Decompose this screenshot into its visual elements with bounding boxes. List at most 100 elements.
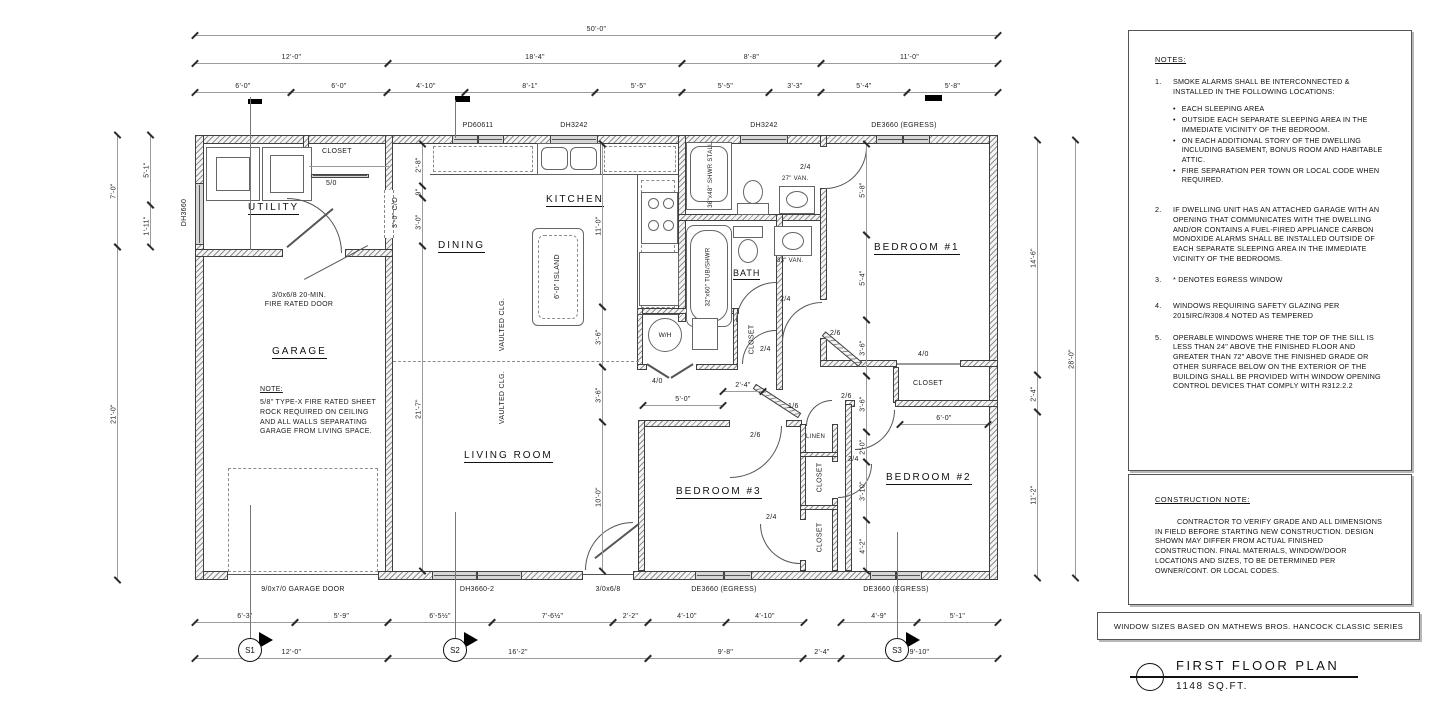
dim-label: 21'-7"	[415, 398, 423, 419]
upper-cabinet-dashed	[433, 146, 533, 172]
window-dh3242	[740, 135, 788, 144]
dryer-drum	[270, 155, 304, 193]
window-dh3660	[195, 183, 204, 245]
dim-label: 5'-0"	[675, 396, 691, 403]
note-text: * DENOTES EGRESS WINDOW	[1173, 275, 1283, 285]
kitchen-counter-edge	[600, 174, 678, 175]
dim-segment: 3'-6"	[860, 320, 867, 376]
dim-label: 2'-2"	[622, 613, 639, 620]
dim-segment: 6'-0"	[195, 83, 291, 93]
dim-label: 3'-3"	[787, 83, 803, 90]
dim-segment: 10'-0"	[596, 422, 603, 571]
dim-label: 3'-10"	[859, 481, 867, 501]
window-dh3660-2	[432, 571, 522, 580]
plan-title: FIRST FLOOR PLAN	[1176, 658, 1340, 673]
dim-segment: 50'-0"	[195, 26, 998, 36]
door-size-label: 2/4	[766, 514, 777, 521]
dim-label: 50'-0"	[586, 26, 607, 33]
exterior-wall-bottom	[633, 571, 998, 580]
dim-segment: 12'-0"	[195, 649, 388, 659]
tub-basin	[690, 230, 728, 322]
dim-label: 14'-6"	[1030, 247, 1038, 268]
dim-segment: 3'-6"	[596, 367, 603, 422]
garage-door-dashed-apron	[228, 468, 378, 572]
dim-label: 11'-2"	[1030, 485, 1038, 505]
dim-segment: 16'-2"	[388, 649, 648, 659]
vanity-label: 27" VAN.	[782, 176, 809, 182]
dim-label: 5'-5"	[717, 83, 734, 90]
interior-wall-bath-east	[776, 214, 783, 390]
dim-segment: 5'-8"	[860, 144, 867, 235]
note-number: 4.	[1155, 301, 1162, 311]
dim-label: 3'-6"	[859, 340, 867, 356]
exterior-wall-right	[989, 135, 998, 580]
dim-label: 21'-0"	[110, 403, 118, 424]
notes-panel: NOTES: 1. SMOKE ALARMS SHALL BE INTERCON…	[1128, 30, 1412, 471]
dim-segment: 5'-9"	[295, 613, 388, 623]
refrigerator	[639, 252, 679, 306]
room-label-utility: UTILITY	[248, 202, 300, 215]
dim-label: 10'-0"	[595, 486, 603, 507]
kitchen-counter-edge	[637, 175, 638, 315]
note-number: 5.	[1155, 332, 1162, 342]
burner-icon	[648, 198, 659, 209]
dim-segment: 5'-8"	[907, 83, 998, 93]
dim-segment: 9"	[416, 186, 423, 198]
dim-label: 2'-0"	[859, 439, 867, 455]
window-label-de3660: DE3660 (EGRESS)	[871, 122, 937, 129]
section-cut-line	[455, 100, 456, 138]
sink-basin	[541, 147, 568, 170]
garage-note-body: 5/8" TYPE-X FIRE RATED SHEET ROCK REQUIR…	[260, 399, 376, 436]
door-size-label: 4/0	[652, 378, 663, 385]
door-size-label: 5/0	[326, 180, 337, 187]
toilet-tank	[737, 203, 769, 215]
note-bullet: ON EACH ADDITIONAL STORY OF THE DWELLING…	[1173, 136, 1385, 165]
room-label-dining: DINING	[438, 240, 485, 253]
note-text: WINDOWS REQUIRING SAFETY GLAZING PER 201…	[1173, 301, 1340, 320]
section-cut-line	[250, 97, 251, 250]
closet-shelf-line	[309, 166, 389, 167]
construction-note-body: CONTRACTOR TO VERIFY GRADE AND ALL DIMEN…	[1155, 516, 1383, 575]
dim-segment: 3'-10"	[860, 462, 867, 520]
room-label-bath: BATH	[733, 268, 761, 280]
dim-label: 4'-9"	[871, 613, 887, 620]
burner-icon	[648, 220, 659, 231]
room-label-garage: GARAGE	[272, 346, 327, 359]
section-cut-line	[250, 505, 251, 638]
section-arrow-icon	[259, 632, 273, 648]
interior-wall-utility-south	[195, 249, 283, 257]
dim-segment: 14'-6"	[1031, 140, 1038, 375]
dim-segment: 1'-11"	[144, 205, 151, 247]
construction-note-heading: CONSTRUCTION NOTE:	[1155, 495, 1250, 504]
note-number: 3.	[1155, 275, 1162, 285]
toilet-tank	[733, 226, 763, 238]
dim-segment: 6'-0"	[900, 415, 988, 425]
hvac-equipment	[692, 318, 718, 350]
door-size-label: 2/4	[848, 456, 859, 463]
section-marker-s2: S2	[443, 638, 467, 662]
section-marker-label: S1	[245, 645, 255, 655]
wh-closet-bottom-wall	[696, 364, 738, 370]
dim-label: 2'-4"	[814, 649, 830, 656]
dim-segment: 5'-4"	[860, 235, 867, 320]
dim-segment: 4'-10"	[726, 613, 804, 623]
dim-segment: 7'-6½"	[492, 613, 613, 623]
dim-segment: 11'-2"	[1031, 412, 1038, 578]
title-block: FIRST FLOOR PLAN 1148 SQ.FT.	[1130, 650, 1380, 698]
note-bullet-text: OUTSIDE EACH SEPARATE SLEEPING AREA IN T…	[1181, 115, 1368, 134]
window-de3660-egress	[876, 135, 930, 144]
dim-label: 3'-6"	[859, 396, 867, 412]
dim-segment: 3'-6"	[860, 376, 867, 432]
window-label-dh3242: DH3242	[560, 122, 588, 129]
dim-segment: 4'-10"	[387, 83, 465, 93]
dim-label: 16'-2"	[508, 649, 528, 656]
dim-segment: 5'-1"	[917, 613, 998, 623]
door-size-label: 2/4	[760, 346, 771, 353]
interior-wall-hall-closet-east	[832, 498, 838, 571]
section-cut-line	[897, 532, 898, 638]
bed3-closet-door-swing	[760, 524, 800, 564]
plan-area: 1148 SQ.FT.	[1176, 681, 1248, 692]
dim-segment: 5'-4"	[821, 83, 907, 93]
dim-label: 9'-8"	[717, 649, 734, 656]
dim-label: 3'-0"	[415, 214, 423, 230]
